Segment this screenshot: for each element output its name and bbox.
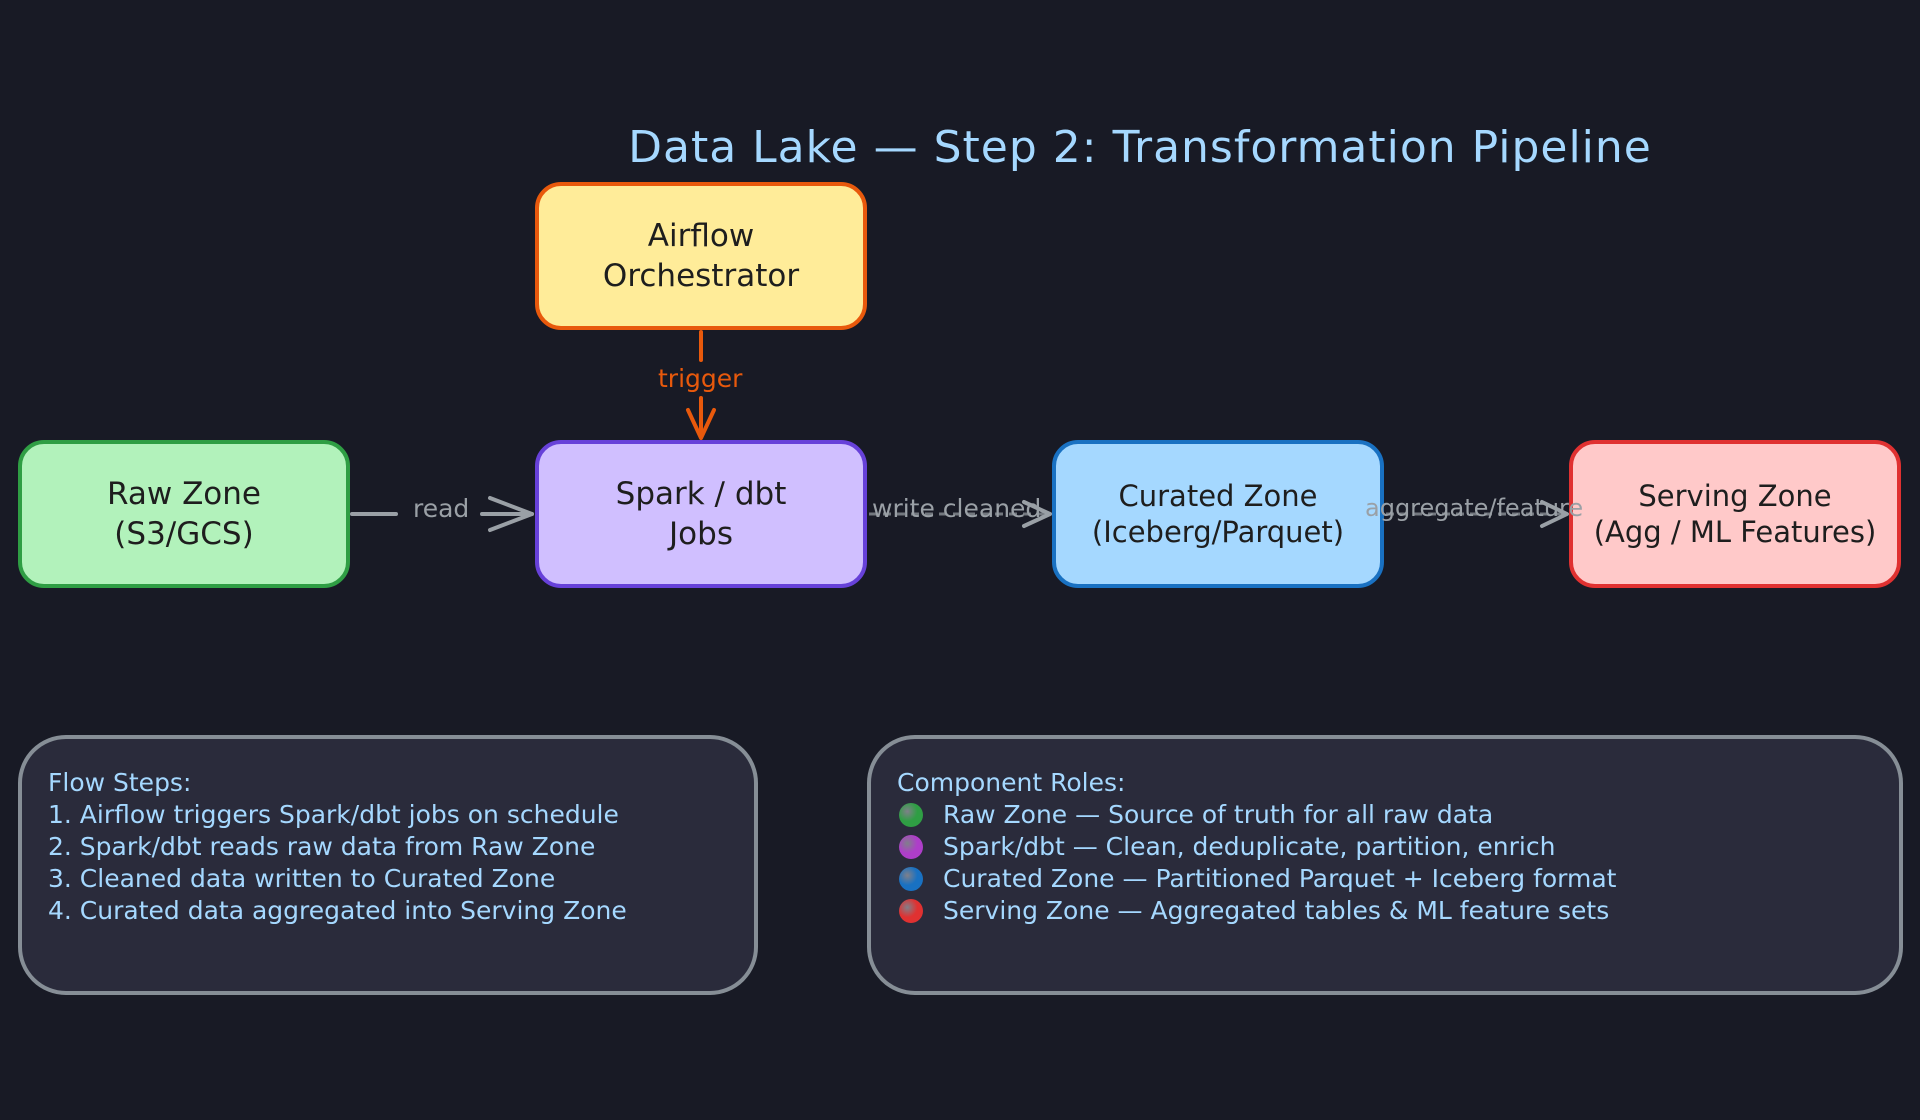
role-item: Raw Zone — Source of truth for all raw d… [897,799,1871,831]
curated-zone-node[interactable]: Curated Zone (Iceberg/Parquet) [1052,440,1384,588]
spark-dbt-jobs-node[interactable]: Spark / dbt Jobs [535,440,867,588]
node-sublabel: (Iceberg/Parquet) [1091,515,1345,549]
airflow-orchestrator-node[interactable]: Airflow Orchestrator [535,182,867,330]
node-label: Spark / dbt [615,476,787,512]
flow-step: 3. Cleaned data written to Curated Zone [48,864,556,893]
flow-step: 2. Spark/dbt reads raw data from Raw Zon… [48,832,596,861]
red-circle-icon [899,899,923,923]
node-sublabel: Jobs [669,516,733,552]
diagram-title: Data Lake — Step 2: Transformation Pipel… [628,122,1652,173]
node-label: Raw Zone [107,476,261,512]
role-text: Spark/dbt — Clean, deduplicate, partitio… [943,832,1556,861]
flow-step: 1. Airflow triggers Spark/dbt jobs on sc… [48,800,619,829]
node-sublabel: (S3/GCS) [114,516,254,552]
read-edge-label: read [413,494,470,523]
aggregate-edge-label: aggregate/feature [1365,494,1584,522]
flow-steps-heading: Flow Steps: [48,768,192,797]
write-cleaned-edge-label: write cleaned [872,494,1042,523]
role-item: Serving Zone — Aggregated tables & ML fe… [897,895,1871,927]
blue-circle-icon [899,867,923,891]
edge-trigger [686,330,716,440]
node-sublabel: (Agg / ML Features) [1593,515,1877,549]
flow-step: 4. Curated data aggregated into Serving … [48,896,627,925]
role-text: Raw Zone — Source of truth for all raw d… [943,800,1494,829]
node-label: Airflow [647,218,755,254]
green-circle-icon [899,803,923,827]
role-text: Serving Zone — Aggregated tables & ML fe… [943,896,1610,925]
flow-steps-panel: Flow Steps: 1. Airflow triggers Spark/db… [18,735,758,995]
purple-circle-icon [899,835,923,859]
node-label: Curated Zone [1118,479,1318,513]
raw-zone-node[interactable]: Raw Zone (S3/GCS) [18,440,350,588]
role-item: Curated Zone — Partitioned Parquet + Ice… [897,863,1871,895]
component-roles-heading: Component Roles: [897,768,1126,797]
role-text: Curated Zone — Partitioned Parquet + Ice… [943,864,1617,893]
component-roles-panel: Component Roles: Raw Zone — Source of tr… [867,735,1903,995]
edge-aggregate [1386,500,1569,528]
node-label: Serving Zone [1638,479,1832,513]
edge-read [350,496,534,532]
node-sublabel: Orchestrator [602,258,800,294]
role-item: Spark/dbt — Clean, deduplicate, partitio… [897,831,1871,863]
serving-zone-node[interactable]: Serving Zone (Agg / ML Features) [1569,440,1901,588]
edge-write-cleaned [869,500,1052,528]
trigger-edge-label: trigger [658,364,743,393]
